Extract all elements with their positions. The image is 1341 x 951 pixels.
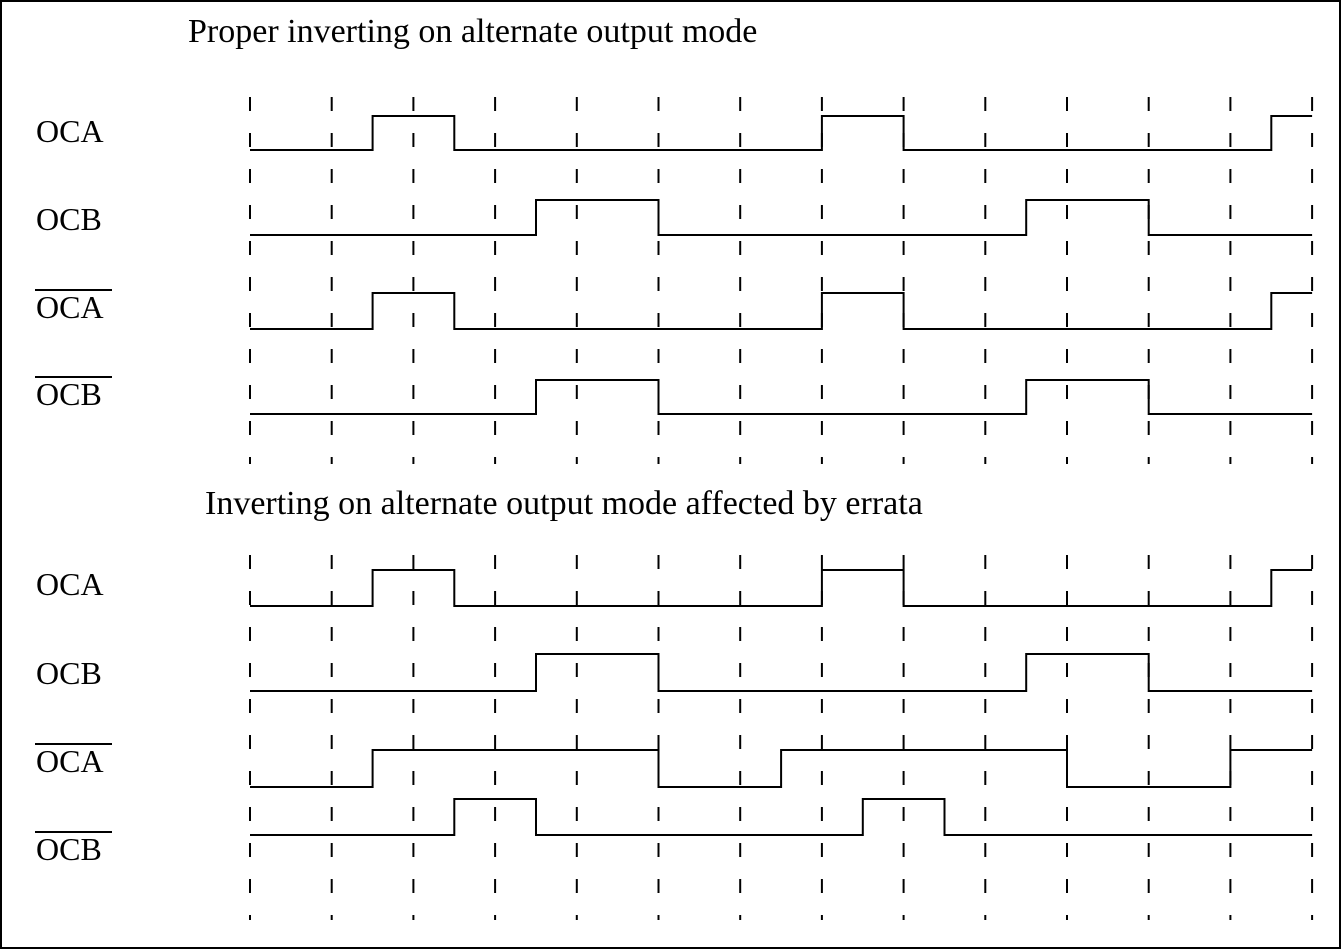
section-1-ocb-waveform	[250, 199, 1313, 236]
section-1-inverted-oca-waveform	[250, 292, 1313, 330]
section-1-label-oca-inverted: OCA	[36, 289, 104, 325]
period-markers	[249, 97, 1314, 920]
section-2-ocb-waveform	[250, 653, 1313, 692]
section-2-label-oca-inverted: OCA	[36, 743, 104, 779]
section-1-label-ocb-inverted: OCB	[36, 376, 102, 412]
section-2-label-oca: OCA	[36, 566, 104, 602]
section-2-label-ocb: OCB	[36, 655, 102, 691]
section-2-inverted-ocb-waveform	[250, 798, 1313, 836]
section-2-inverted-oca-waveform	[250, 749, 1313, 788]
section-2-title: Inverting on alternate output mode affec…	[205, 485, 923, 522]
section-1-label-oca: OCA	[36, 113, 104, 149]
section-1-title: Proper inverting on alternate output mod…	[188, 13, 757, 50]
section-1-label-ocb: OCB	[36, 201, 102, 237]
section-1-oca-waveform	[250, 115, 1313, 151]
section-2-label-ocb-inverted: OCB	[36, 831, 102, 867]
section-2-oca-waveform	[250, 569, 1313, 607]
section-1-inverted-ocb-waveform	[250, 379, 1313, 415]
waveforms	[250, 115, 1313, 836]
